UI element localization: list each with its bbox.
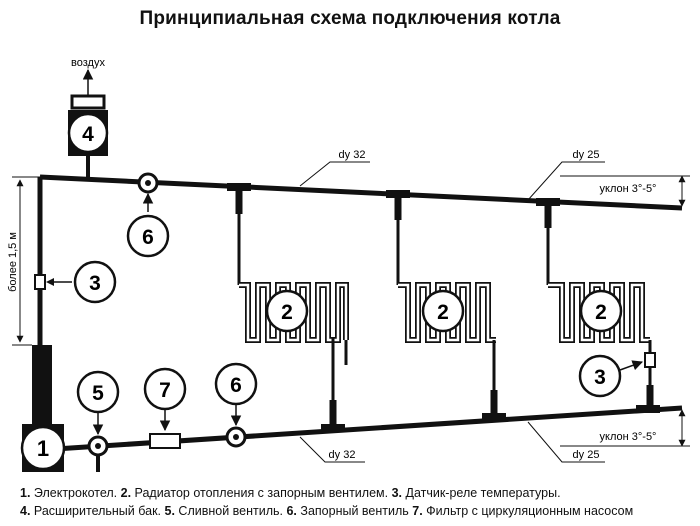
dy25-top-leader bbox=[527, 161, 605, 201]
tee-supply-1 bbox=[227, 183, 251, 191]
legend-num-3: 3. bbox=[391, 486, 402, 500]
legend-text-3: Датчик-реле температуры. bbox=[402, 486, 561, 500]
tee-supply-2 bbox=[386, 190, 410, 198]
legend-num-5: 5. bbox=[164, 504, 175, 518]
marker-5: 5 bbox=[76, 370, 120, 414]
supply-pipe bbox=[39, 174, 683, 211]
marker-1: 1 bbox=[20, 425, 66, 471]
callout-3b-line bbox=[619, 360, 643, 371]
dy32-top-label: dy 32 bbox=[339, 149, 366, 161]
svg-text:3: 3 bbox=[594, 366, 606, 389]
legend-num-2: 2. bbox=[120, 486, 132, 500]
callout-3a-arrow bbox=[46, 278, 54, 286]
dy32-bottom-label: dy 32 bbox=[329, 449, 356, 461]
drain-valve-dot bbox=[95, 443, 101, 449]
svg-text:6: 6 bbox=[142, 226, 154, 249]
svg-text:4: 4 bbox=[82, 123, 94, 146]
svg-text:7: 7 bbox=[159, 379, 171, 402]
dy25-bottom-leader bbox=[527, 421, 605, 463]
dy32-top-leader bbox=[299, 161, 370, 187]
shutoff-valve-supply-dot bbox=[145, 180, 151, 186]
legend-text-6: Запорный вентиль bbox=[296, 504, 413, 518]
tee-return-3 bbox=[636, 405, 660, 413]
dy25-top-label: dy 25 bbox=[573, 149, 600, 161]
slope-top-label: уклон 3°-5° bbox=[600, 183, 657, 195]
legend-num-4: 4. bbox=[20, 504, 31, 518]
tee-return-2 bbox=[482, 413, 506, 421]
marker-6a: 6 bbox=[126, 214, 170, 258]
boiler-body bbox=[32, 345, 52, 425]
shutoff-valve-return-dot bbox=[233, 434, 239, 440]
svg-text:2: 2 bbox=[437, 301, 449, 324]
slope-bottom-label: уклон 3°-5° bbox=[600, 431, 657, 443]
marker-3b: 3 bbox=[578, 354, 622, 398]
tee-supply-3 bbox=[536, 198, 560, 206]
legend-text-7: Фильтр с циркуляционным насосом bbox=[422, 504, 634, 518]
marker-3a: 3 bbox=[73, 260, 117, 304]
svg-text:5: 5 bbox=[92, 382, 104, 405]
legend-line-2: 4. Расширительный бак. 5. Сливной вентил… bbox=[20, 502, 690, 520]
legend: 1. Электрокотел. 2. Радиатор отопления с… bbox=[20, 484, 690, 520]
legend-text-2: Радиатор отопления с запорным вентилем. bbox=[131, 486, 392, 500]
dy25-bottom-label: dy 25 bbox=[573, 449, 600, 461]
legend-text-5: Сливной вентиль. bbox=[174, 504, 287, 518]
return-pipe bbox=[39, 405, 683, 453]
marker-4: 4 bbox=[67, 112, 109, 154]
svg-text:1: 1 bbox=[37, 436, 49, 461]
legend-text-1: Электрокотел. bbox=[30, 486, 121, 500]
marker-6b: 6 bbox=[214, 362, 258, 406]
marker-7: 7 bbox=[143, 367, 187, 411]
marker-2b: 2 bbox=[421, 289, 465, 333]
marker-2a: 2 bbox=[265, 289, 309, 333]
svg-text:2: 2 bbox=[595, 301, 607, 324]
radiator-1-inner bbox=[239, 283, 348, 342]
legend-text-4: Расширительный бак. bbox=[30, 504, 165, 518]
expansion-tank-cap bbox=[70, 94, 106, 110]
radiator-branch-1 bbox=[227, 183, 349, 432]
legend-num-1: 1. bbox=[20, 486, 31, 500]
temp-sensor-return bbox=[644, 352, 656, 368]
legend-num-6: 6. bbox=[286, 504, 297, 518]
tee-return-1 bbox=[321, 424, 345, 432]
temp-sensor-riser bbox=[34, 274, 46, 290]
legend-line-1: 1. Электрокотел. 2. Радиатор отопления с… bbox=[20, 484, 690, 502]
svg-text:2: 2 bbox=[281, 301, 293, 324]
svg-text:6: 6 bbox=[230, 374, 242, 397]
diagram-title: Принципиальная схема подключения котла bbox=[139, 8, 561, 29]
dy32-bottom-leader bbox=[299, 436, 365, 463]
radiator-branch-3 bbox=[536, 198, 660, 413]
height-label: более 1,5 м bbox=[7, 232, 19, 292]
svg-text:3: 3 bbox=[89, 272, 101, 295]
filter-pump bbox=[149, 433, 181, 449]
legend-num-7: 7. bbox=[412, 504, 423, 518]
air-label: воздух bbox=[71, 57, 105, 69]
marker-2c: 2 bbox=[579, 289, 623, 333]
